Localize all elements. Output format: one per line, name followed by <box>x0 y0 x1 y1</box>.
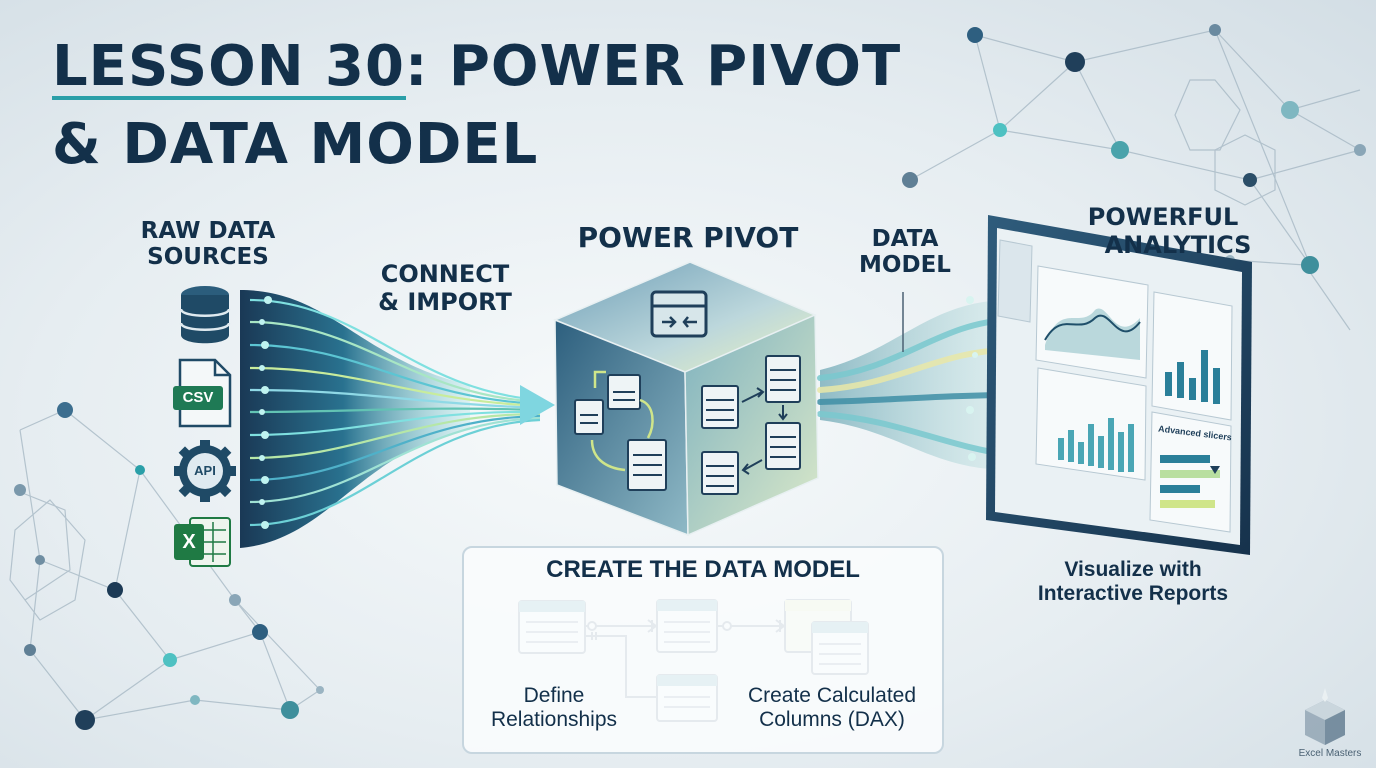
database-icon <box>179 286 231 344</box>
data-model-panel <box>462 546 944 754</box>
analytics-label: POWERFUL ANALYTICS <box>1087 203 1252 259</box>
excel-x-text: X <box>182 531 196 553</box>
calculated-columns-caption: Create Calculated Columns (DAX) <box>747 684 917 732</box>
raw-sources-label: RAW DATA SOURCES <box>140 218 276 271</box>
csv-file-icon <box>173 358 232 428</box>
lesson-title-line-2: & DATA MODEL <box>52 112 539 177</box>
excel-masters-logo <box>1305 688 1345 745</box>
lesson-title-line-1: LESSON 30: POWER PIVOT <box>52 34 902 99</box>
power-pivot-cube <box>553 261 819 537</box>
data-model-panel-title: CREATE THE DATA MODEL <box>546 556 860 583</box>
relationships-caption: Define Relationships <box>490 684 618 732</box>
api-text: API <box>194 463 216 478</box>
brand-name: Excel Masters <box>1298 748 1362 759</box>
connect-import-label: CONNECT & IMPORT <box>378 260 512 316</box>
excel-icon <box>174 517 231 567</box>
visualize-caption: Visualize with Interactive Reports <box>1037 558 1229 606</box>
analytics-dashboard <box>986 215 1252 555</box>
csv-text: CSV <box>182 389 214 406</box>
power-pivot-label: POWER PIVOT <box>577 221 799 254</box>
title-underline <box>52 96 406 100</box>
api-gear-icon <box>174 440 236 502</box>
data-model-label: DATA MODEL <box>859 226 951 279</box>
